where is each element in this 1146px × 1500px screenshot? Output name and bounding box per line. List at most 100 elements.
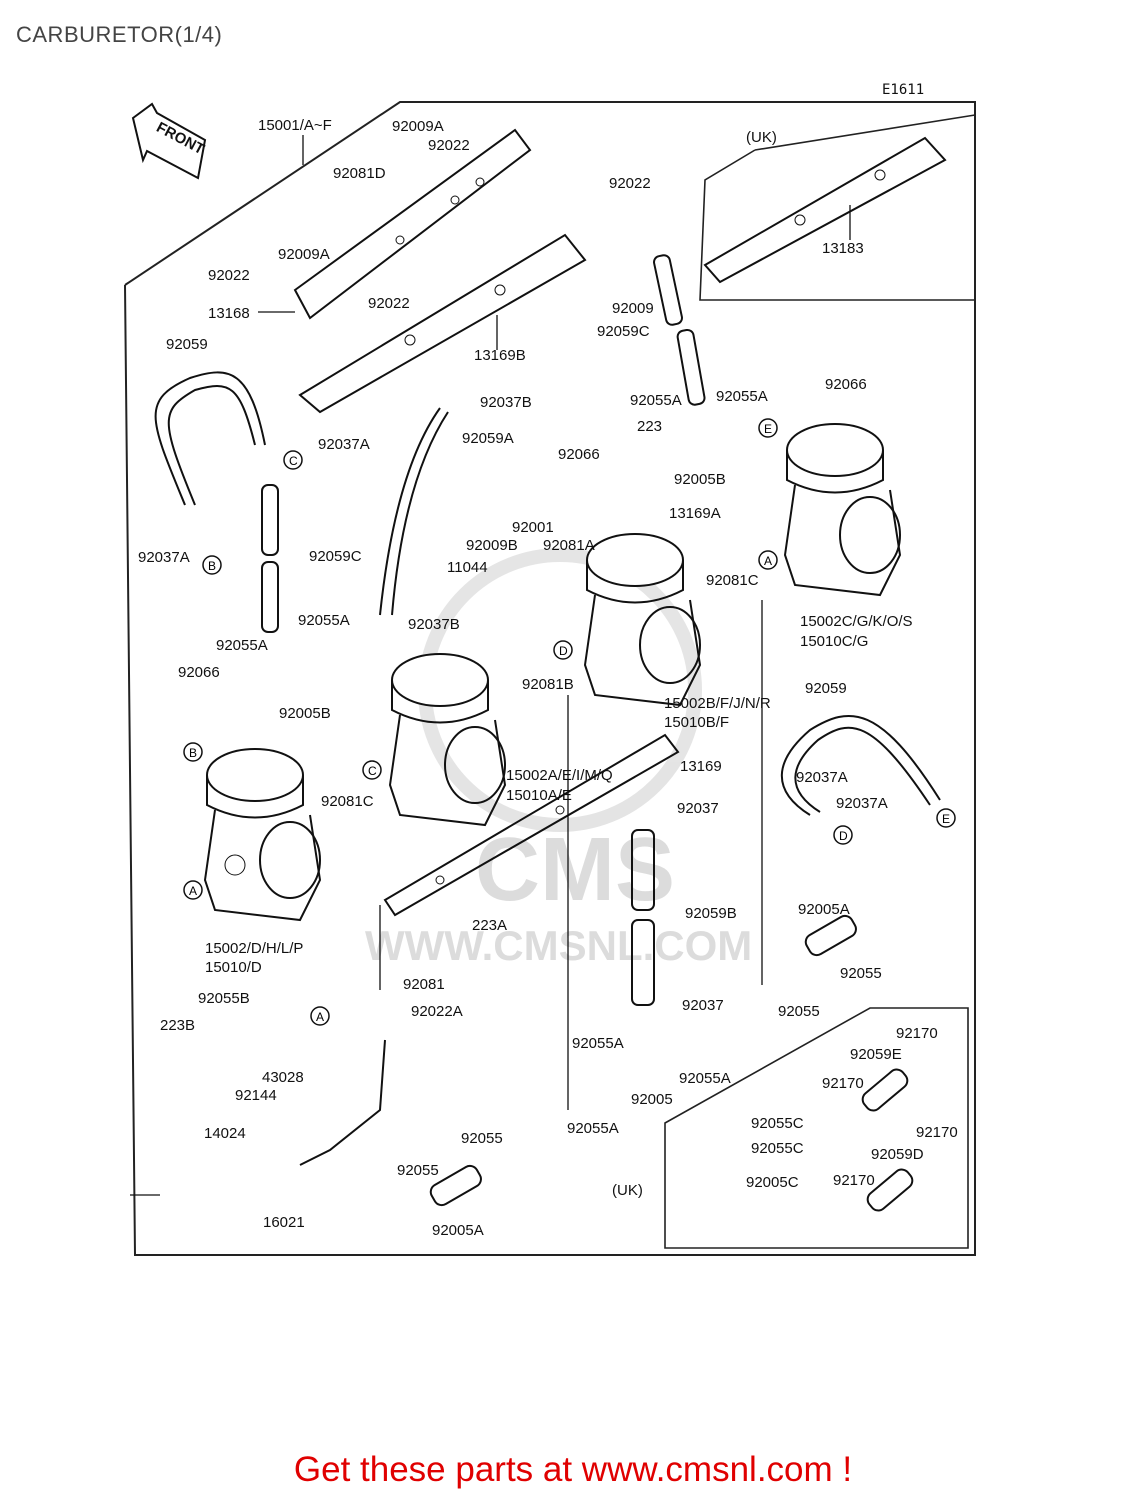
svg-text:D: D [559, 644, 568, 658]
callout: 92066 [825, 376, 867, 393]
callout-labels: 15001/A~F 92009A 92022 92081 D 92022 9200… [138, 117, 958, 1239]
mounting-plate-13168 [293, 128, 532, 320]
callout: 92055A [298, 612, 350, 629]
callout: 13168 [208, 305, 250, 322]
hoses [154, 254, 941, 1212]
mounting-plate-13183 [703, 136, 947, 284]
callout: 92081C [706, 572, 759, 589]
circle-ref: A [183, 880, 203, 900]
callout: 15002/D/H/L/P [205, 940, 303, 957]
callout: 92055A [567, 1120, 619, 1137]
callout: 92009A [392, 118, 444, 135]
uk-bottom-label: (UK) [612, 1182, 643, 1199]
callout: 13169A [669, 505, 721, 522]
callout: 92005C [746, 1174, 799, 1191]
callout: 92081C [321, 793, 374, 810]
exploded-parts-diagram: E1611 FRONT CMS WWW.CMSNL.COM [124, 82, 976, 1256]
callout: 92005B [279, 705, 331, 722]
circle-ref: C [362, 760, 382, 780]
callout: 15002B/F/J/N/R [664, 695, 771, 712]
callout: 92005 [631, 1091, 673, 1108]
callout: 92055C [751, 1140, 804, 1157]
callout: 92081A [543, 537, 595, 554]
circle-references: C B E A D B C A D E A [183, 418, 956, 1026]
callout: 92037 [677, 800, 719, 817]
svg-text:B: B [189, 746, 197, 760]
mounting-plate-13169b [298, 233, 587, 414]
callout: 92055C [751, 1115, 804, 1132]
callout: 92059B [685, 905, 737, 922]
callout: 92037A [836, 795, 888, 812]
callout: 14024 [204, 1125, 246, 1142]
callout: 92037B [480, 394, 532, 411]
callout: 92009A [278, 246, 330, 263]
circle-ref: A [310, 1006, 330, 1026]
circle-ref: E [758, 418, 778, 438]
diagram-code: E1611 [882, 82, 924, 98]
callout: 223A [472, 917, 507, 934]
uk-top-group-frame-2 [754, 114, 976, 151]
uk-bottom-group-frame [664, 1007, 969, 1249]
callout: 92022 [428, 137, 470, 154]
carburetor-3 [583, 533, 702, 707]
callout: 92066 [558, 446, 600, 463]
callout: 92055 [397, 1162, 439, 1179]
circle-ref: A [758, 550, 778, 570]
circle-ref: B [202, 555, 222, 575]
callout: 92081 [403, 976, 445, 993]
callout: 43028 [262, 1069, 304, 1086]
callout: 92005A [798, 901, 850, 918]
callout: 15001/A~F [258, 117, 332, 134]
callout: 92066 [178, 664, 220, 681]
callout: 92022 [609, 175, 651, 192]
svg-text:E: E [942, 812, 950, 826]
callout: 92055 [840, 965, 882, 982]
callout: 92170 [896, 1025, 938, 1042]
callout: 92055A [572, 1035, 624, 1052]
callout: 92055A [216, 637, 268, 654]
carburetor-2 [388, 653, 507, 827]
callout: 15010C/G [800, 633, 868, 650]
callout: 13183 [822, 240, 864, 257]
svg-text:B: B [208, 559, 216, 573]
watermark-brand: CMS [475, 820, 675, 920]
callout: 92001 [512, 519, 554, 536]
callout: 92059 [805, 680, 847, 697]
callout: 92037A [318, 436, 370, 453]
circle-ref: C [283, 450, 303, 470]
carburetor-1 [203, 748, 322, 922]
callout: 15002C/G/K/O/S [800, 613, 913, 630]
callout: 92005A [432, 1222, 484, 1239]
circle-ref: D [833, 825, 853, 845]
call-to-action-link[interactable]: Get these parts at www.cmsnl.com ! [293, 1450, 853, 1489]
diagram-frame [124, 101, 976, 1256]
front-direction-marker: FRONT [131, 102, 207, 180]
callout: 92055A [630, 392, 682, 409]
callout: 92055A [716, 388, 768, 405]
callout: 92059D [871, 1146, 924, 1163]
callout: 92170 [916, 1124, 958, 1141]
watermark-url: WWW.CMSNL.COM [365, 922, 752, 969]
callout: 92059E [850, 1046, 902, 1063]
callout: 15002A/E/I/M/Q [506, 767, 613, 784]
callout: 92055A [679, 1070, 731, 1087]
callout: 92055 [461, 1130, 503, 1147]
callout: 92009B [466, 537, 518, 554]
callout: 92059C [597, 323, 650, 340]
callout: 223B [160, 1017, 195, 1034]
callout: 92059C [309, 548, 362, 565]
callout: 92037 [682, 997, 724, 1014]
callout: 92022 [368, 295, 410, 312]
svg-text:A: A [316, 1010, 324, 1024]
circle-ref: E [936, 808, 956, 828]
callout: 92005B [674, 471, 726, 488]
callout: 92170 [833, 1172, 875, 1189]
callout: 92037B [408, 616, 460, 633]
cms-watermark: CMS WWW.CMSNL.COM [365, 548, 752, 969]
callout: 11044 [447, 559, 488, 576]
callout: 92081B [522, 676, 574, 693]
circle-ref: D [553, 640, 573, 660]
callout: 92037A [138, 549, 190, 566]
callout: 15010/D [205, 959, 262, 976]
uk-top-group-frame [699, 149, 975, 301]
